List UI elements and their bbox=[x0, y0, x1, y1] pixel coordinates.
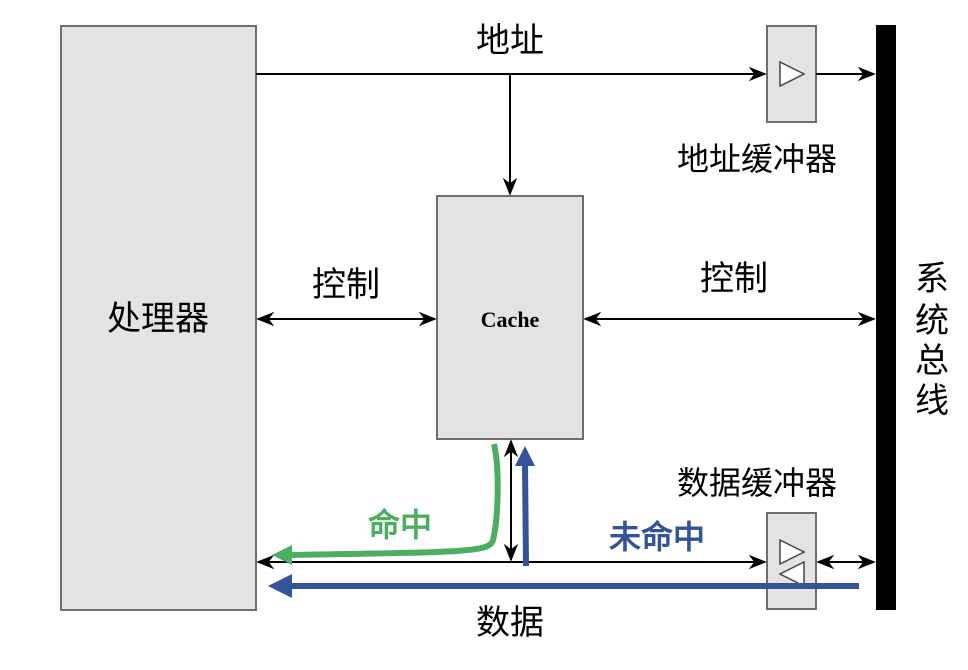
cache-box bbox=[436, 195, 584, 440]
system-bus-char-2: 统 bbox=[915, 301, 949, 341]
address-buffer-label: 地址缓冲器 bbox=[677, 140, 837, 178]
miss-up-to-cache-arrow bbox=[522, 461, 529, 567]
system-bus-char-4: 线 bbox=[915, 381, 949, 421]
processor-box bbox=[60, 25, 257, 611]
miss-label: 未命中 bbox=[609, 518, 705, 556]
cache-node: Cache bbox=[436, 195, 584, 440]
processor-label: 处理器 bbox=[107, 299, 209, 339]
miss-path: 未命中 bbox=[268, 446, 859, 598]
processor-node: 处理器 bbox=[60, 25, 257, 611]
buffer-triangle-left-icon bbox=[778, 560, 805, 588]
data-buffer-node: 数据缓冲器 bbox=[677, 464, 837, 610]
hit-arrow bbox=[289, 443, 501, 558]
buffer-triangle-right-icon bbox=[779, 538, 806, 566]
miss-arrowhead-left-icon bbox=[268, 574, 292, 598]
cache-label: Cache bbox=[481, 307, 540, 332]
data-buffer-label: 数据缓冲器 bbox=[677, 464, 837, 502]
data-label: 数据 bbox=[476, 603, 544, 643]
hit-label: 命中 bbox=[368, 506, 432, 544]
control-edge-left: 控制 bbox=[256, 265, 437, 327]
address-buffer-node: 地址缓冲器 bbox=[677, 25, 837, 178]
control-edge-right: 控制 bbox=[583, 259, 876, 327]
buffer-triangle-icon bbox=[779, 60, 806, 88]
address-edge: 地址 bbox=[256, 21, 876, 196]
hit-arrowhead-icon bbox=[272, 545, 292, 565]
control-right-label: 控制 bbox=[700, 259, 768, 299]
hit-path: 命中 bbox=[272, 443, 501, 565]
system-bus-char-1: 系 bbox=[915, 259, 949, 299]
address-label: 地址 bbox=[476, 21, 544, 61]
system-bus: 系 统 总 线 bbox=[876, 25, 949, 610]
data-buffer-box bbox=[766, 512, 817, 610]
control-left-label: 控制 bbox=[312, 265, 380, 305]
data-edge: 数据 bbox=[256, 439, 876, 643]
system-bus-bar bbox=[876, 25, 896, 610]
miss-arrowhead-up-icon bbox=[515, 446, 535, 466]
system-bus-char-3: 总 bbox=[915, 341, 949, 381]
